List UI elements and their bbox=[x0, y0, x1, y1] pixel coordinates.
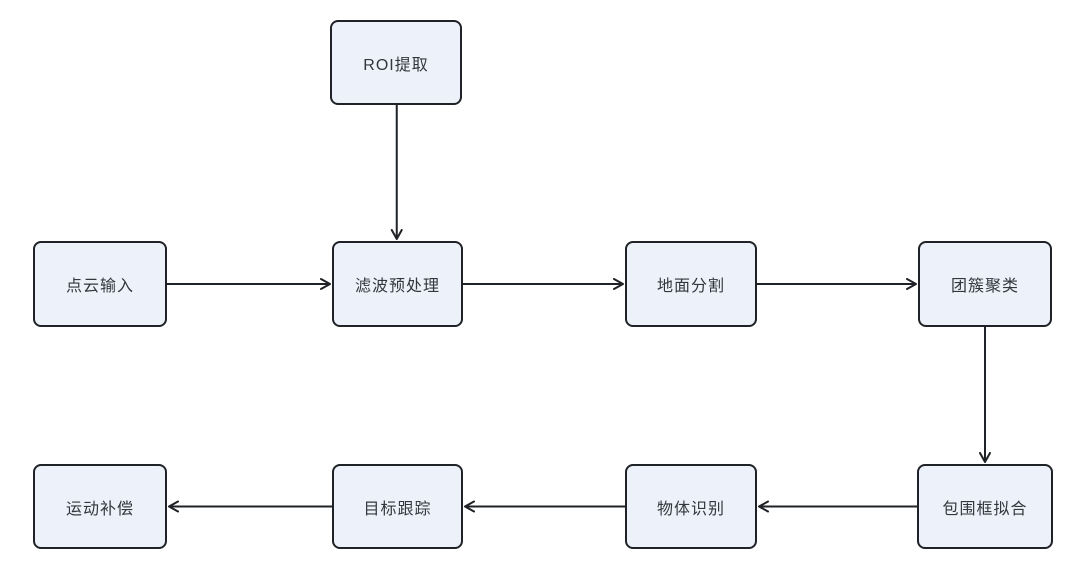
node-motion-compensation: 运动补偿 bbox=[33, 464, 167, 549]
node-point-cloud-input: 点云输入 bbox=[33, 241, 167, 327]
node-clustering: 团簇聚类 bbox=[918, 241, 1052, 327]
node-object-recognition: 物体识别 bbox=[625, 464, 757, 549]
node-label: 包围框拟合 bbox=[942, 500, 1028, 518]
node-bounding-box-fitting: 包围框拟合 bbox=[917, 464, 1053, 549]
node-label: 目标跟踪 bbox=[363, 500, 432, 518]
node-label: 团簇聚类 bbox=[950, 278, 1019, 295]
node-label: 点云输入 bbox=[65, 278, 134, 295]
node-filter-preprocessing: 滤波预处理 bbox=[332, 241, 463, 327]
node-label: 滤波预处理 bbox=[354, 278, 440, 295]
node-label: 物体识别 bbox=[656, 500, 725, 518]
node-roi-extraction: ROI提取 bbox=[330, 20, 462, 105]
node-label: 运动补偿 bbox=[65, 500, 134, 518]
node-label: ROI提取 bbox=[363, 56, 429, 74]
node-ground-segmentation: 地面分割 bbox=[625, 241, 757, 327]
node-target-tracking: 目标跟踪 bbox=[332, 464, 463, 549]
node-label: 地面分割 bbox=[656, 278, 725, 295]
